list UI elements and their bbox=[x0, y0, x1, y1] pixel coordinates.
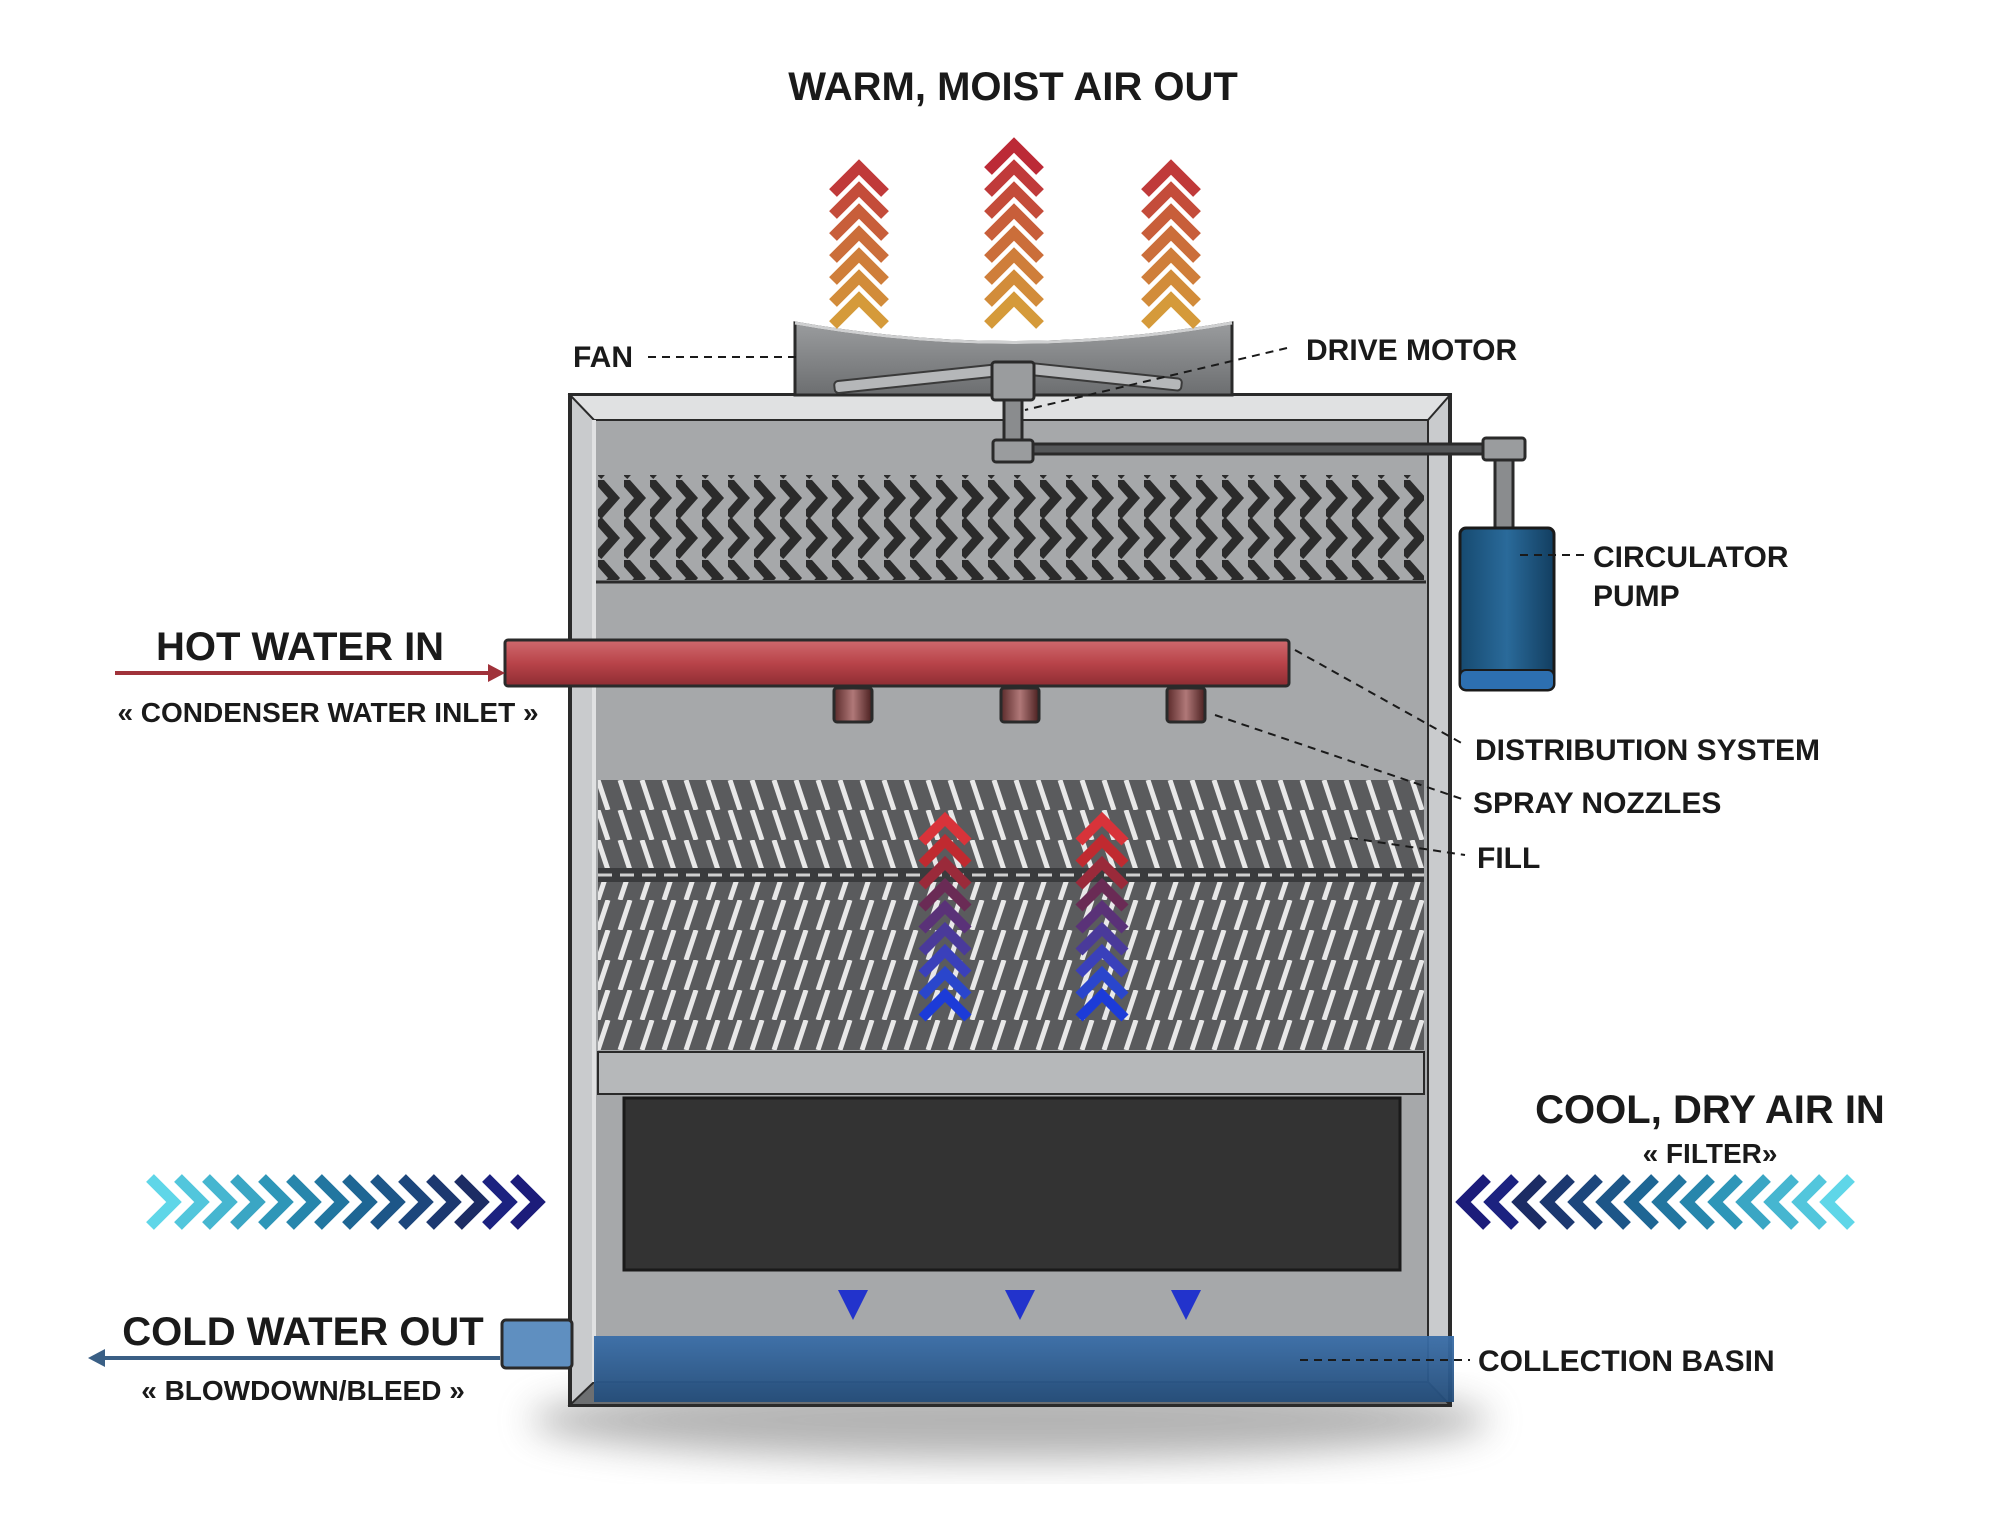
label-fill: FILL bbox=[1477, 842, 1540, 875]
label-circulator-pump-line2: PUMP bbox=[1593, 580, 1680, 613]
fan bbox=[793, 321, 1234, 397]
circulator-pump bbox=[1458, 526, 1556, 692]
label-cold-water-out: COLD WATER OUT bbox=[122, 1310, 483, 1354]
label-hot-water-in: HOT WATER IN bbox=[156, 625, 444, 669]
hot-water-in-arrow bbox=[115, 664, 505, 682]
label-circulator-pump-line1: CIRCULATOR bbox=[1593, 541, 1789, 574]
air-rising-chevrons-left bbox=[918, 811, 972, 1022]
drift-eliminator bbox=[598, 475, 1424, 580]
cold-water-outlet-pipe bbox=[500, 1318, 574, 1370]
cool-air-in-chevrons-right bbox=[1455, 1174, 1855, 1230]
collection-basin bbox=[594, 1336, 1454, 1402]
label-cool-dry-air-in: COOL, DRY AIR IN bbox=[1535, 1088, 1885, 1132]
water-streams bbox=[838, 743, 1201, 1320]
label-filter: « FILTER» bbox=[1643, 1138, 1778, 1169]
fill-media bbox=[598, 780, 1424, 1050]
label-distribution-system: DISTRIBUTION SYSTEM bbox=[1475, 734, 1820, 767]
label-drive-motor: DRIVE MOTOR bbox=[1306, 334, 1517, 367]
spray-nozzles bbox=[832, 686, 1207, 724]
label-condenser-water-inlet: « CONDENSER WATER INLET » bbox=[117, 697, 538, 728]
label-spray-nozzles: SPRAY NOZZLES bbox=[1473, 787, 1721, 820]
distribution-pipe bbox=[503, 638, 1291, 688]
air-inlet-opening bbox=[622, 1096, 1402, 1272]
label-fan: FAN bbox=[573, 341, 633, 374]
cool-air-in-chevrons-left bbox=[146, 1174, 546, 1230]
warm-air-out-chevrons bbox=[829, 137, 1201, 329]
label-warm-air-out: WARM, MOIST AIR OUT bbox=[788, 65, 1238, 109]
support-ledge bbox=[597, 1051, 1425, 1095]
leader-lines bbox=[648, 347, 1588, 1361]
air-rising-chevrons-right bbox=[1075, 811, 1129, 1022]
label-collection-basin: COLLECTION BASIN bbox=[1478, 1345, 1775, 1378]
drive-motor bbox=[990, 360, 1527, 532]
cold-water-out-arrow bbox=[88, 1349, 500, 1367]
label-blowdown-bleed: « BLOWDOWN/BLEED » bbox=[141, 1375, 465, 1406]
